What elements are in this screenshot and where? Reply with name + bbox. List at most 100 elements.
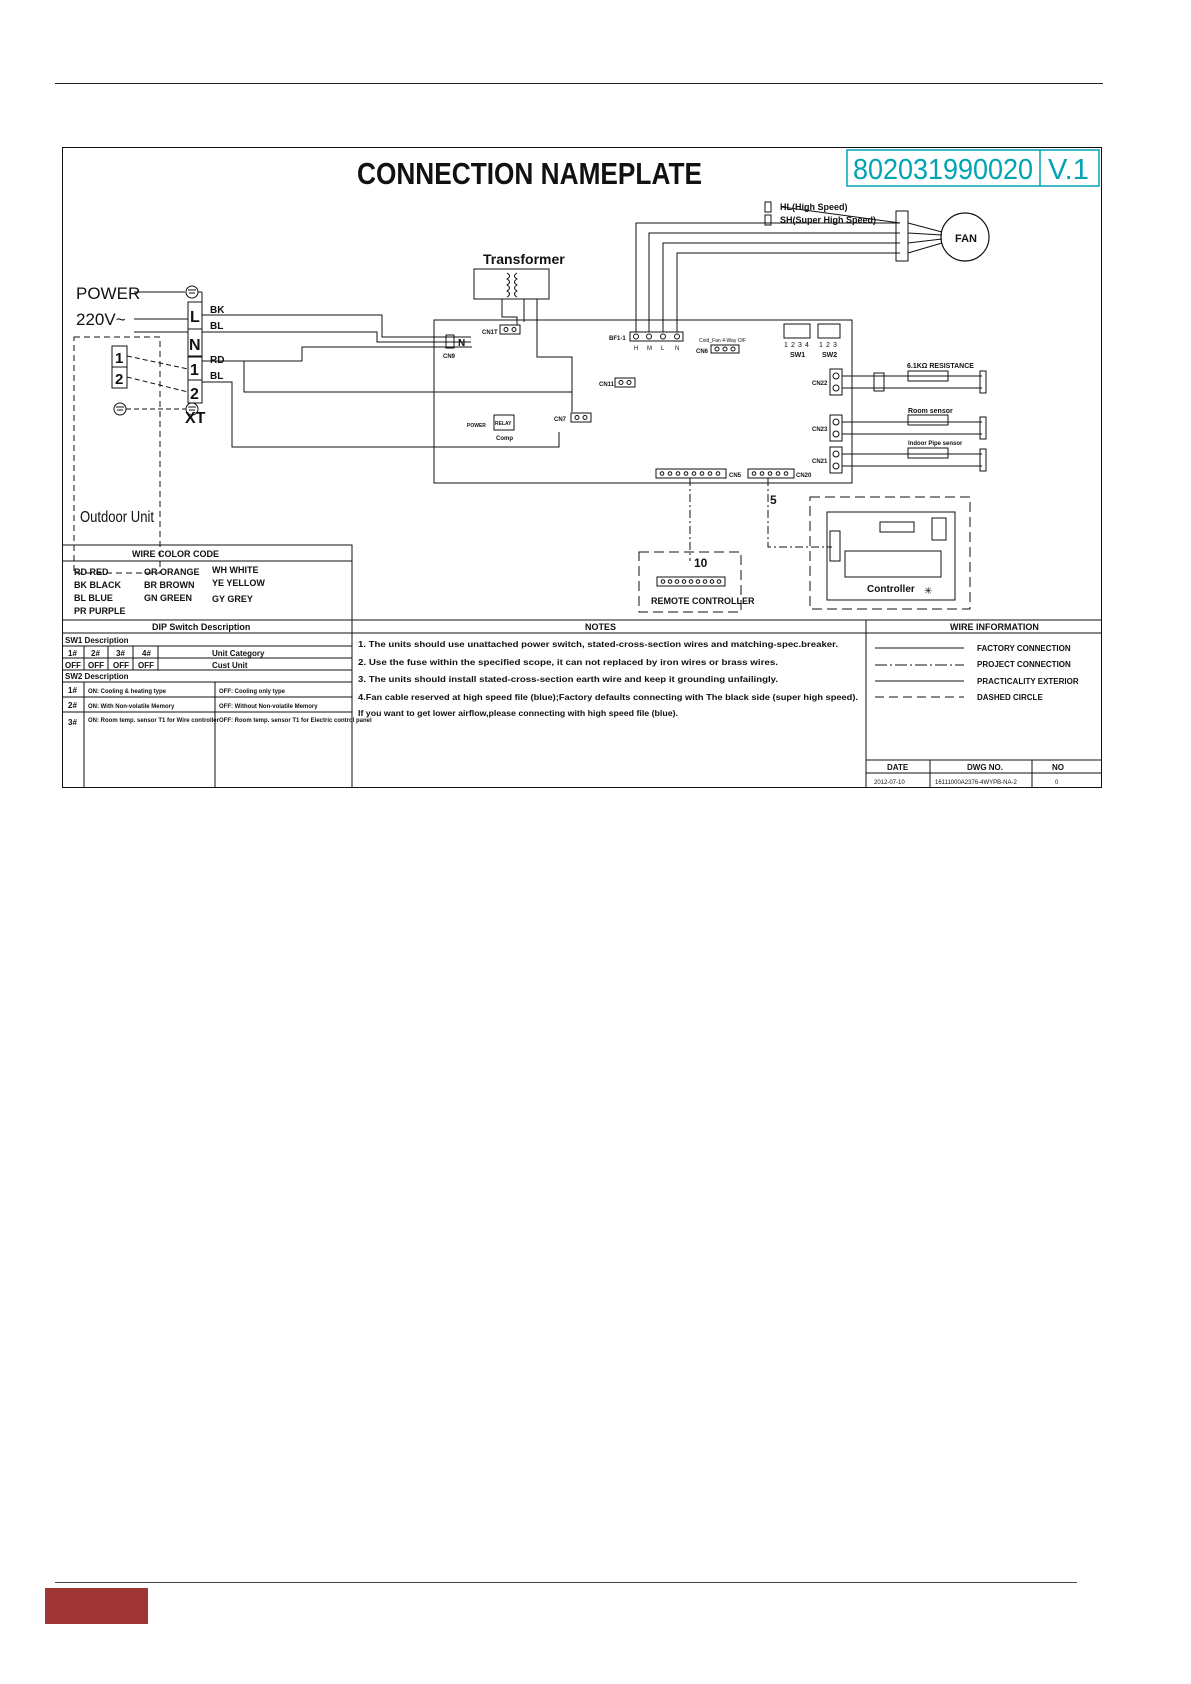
sw1-v3: OFF bbox=[113, 661, 129, 670]
wire-info-project: PROJECT CONNECTION bbox=[977, 660, 1071, 669]
board-cn7-label: CN7 bbox=[554, 417, 567, 423]
wcc-red: RD RED bbox=[74, 567, 109, 577]
sw1-v5: Cust Unit bbox=[212, 661, 248, 670]
wcc-orange: OR ORANGE bbox=[144, 567, 200, 577]
board-cn6-top-label: Cold_Fan 4-Way O/F bbox=[699, 338, 746, 344]
sw1-pin-2: 2 bbox=[791, 342, 795, 349]
comp-relay-label: RELAY bbox=[495, 421, 512, 427]
sw2-pin-1: 1 bbox=[819, 342, 823, 349]
sw1-pin-1: 1 bbox=[784, 342, 788, 349]
wire-info-dwg-header: DWG NO. bbox=[967, 763, 1003, 772]
controller-label: Controller bbox=[867, 584, 915, 595]
xt-terminal-2: 2 bbox=[190, 386, 199, 403]
sw2-row1-n: 1# bbox=[68, 686, 77, 695]
wcc-yellow: YE YELLOW bbox=[212, 578, 265, 588]
wcc-purple: PR PURPLE bbox=[74, 606, 126, 616]
sw1-v1: OFF bbox=[65, 661, 81, 670]
fan-pin-n: N bbox=[675, 346, 679, 352]
sw1-h3: 3# bbox=[116, 649, 125, 658]
wire-info-no-header: NO bbox=[1052, 763, 1064, 772]
note-2: 2. Use the fuse within the specified sco… bbox=[358, 658, 778, 667]
outdoor-unit-label: Outdoor Unit bbox=[80, 509, 154, 526]
footer-rule bbox=[55, 1582, 1077, 1583]
wcc-green: GN GREEN bbox=[144, 593, 192, 603]
board-cn23-label: CN23 bbox=[812, 427, 828, 433]
controller-box bbox=[809, 496, 971, 610]
board-cn9-label: CN9 bbox=[443, 354, 456, 360]
sw2-row1-on: ON: Cooling & heating type bbox=[88, 689, 167, 695]
fan-pin-l: L bbox=[661, 346, 665, 352]
sw1-pin-4: 4 bbox=[805, 342, 809, 349]
board-cn22-label: CN22 bbox=[812, 381, 828, 387]
main-control-board bbox=[433, 319, 853, 484]
pipe-sensor-label: Indoor Pipe sensor bbox=[908, 441, 963, 447]
board-cn6-label: CN6 bbox=[696, 349, 709, 355]
wire-info-title: WIRE INFORMATION bbox=[950, 622, 1039, 632]
wcc-white: WH WHITE bbox=[212, 565, 259, 575]
remote-controller-label: REMOTE CONTROLLER bbox=[651, 596, 755, 606]
board-cn1t-label: CN1T bbox=[482, 330, 498, 336]
outdoor-unit-box bbox=[73, 336, 161, 574]
sensor-connectors bbox=[829, 368, 843, 474]
dip-title: DIP Switch Description bbox=[152, 622, 250, 632]
wire-info-dwg-value: 16111000A2376-4WYPB-NA-2 bbox=[935, 780, 1017, 786]
connection-nameplate-diagram: CONNECTION NAMEPLATE 802031990020 V.1 PO… bbox=[62, 147, 1102, 788]
controller-pin-count: 5 bbox=[770, 493, 777, 507]
xt-terminal-1: 1 bbox=[190, 362, 199, 379]
sw2-row3-on: ON: Room temp. sensor T1 for Wire contro… bbox=[88, 718, 220, 724]
sw1-h5: Unit Category bbox=[212, 649, 265, 658]
notes-title: NOTES bbox=[585, 622, 616, 632]
sw1-label: SW1 bbox=[790, 352, 805, 359]
terminal-L: L bbox=[190, 309, 200, 326]
board-n-label: N bbox=[458, 338, 465, 349]
wire-info-factory: FACTORY CONNECTION bbox=[977, 644, 1071, 653]
wire-color-bl-2: BL bbox=[210, 371, 223, 382]
sw2-dip-switch bbox=[817, 323, 841, 339]
sw2-row1-off: OFF: Cooling only type bbox=[219, 689, 286, 695]
sw1-dip-switch bbox=[783, 323, 811, 339]
comp-power-label: POWER bbox=[467, 423, 486, 429]
fan-label: FAN bbox=[955, 233, 977, 245]
dip-sw2-title: SW2 Description bbox=[65, 672, 129, 681]
transformer-icon bbox=[473, 268, 573, 412]
sw2-row2-off: OFF: Without Non-volatile Memory bbox=[219, 704, 318, 710]
header-rule bbox=[55, 83, 1103, 84]
wire-info-exterior: PRACTICALITY EXTERIOR bbox=[977, 677, 1079, 686]
wire-info-no-value: 0 bbox=[1055, 780, 1059, 786]
remote-controller-box bbox=[638, 551, 742, 613]
fan-connector-pins bbox=[633, 333, 680, 340]
controller-sensor-icon: ✳ bbox=[924, 586, 932, 597]
board-cn11-label: CN11 bbox=[599, 382, 615, 388]
wcc-black: BK BLACK bbox=[74, 580, 121, 590]
sw2-row3-n: 3# bbox=[68, 718, 77, 727]
fan-connector-label: BF1-1 bbox=[609, 336, 626, 342]
wire-info-date-header: DATE bbox=[887, 763, 909, 772]
wire-color-bk: BK bbox=[210, 305, 225, 316]
board-cn20-connector bbox=[747, 468, 795, 479]
fan-wiring bbox=[635, 206, 943, 332]
note-5: If you want to get lower airflow,please … bbox=[358, 709, 678, 718]
note-3: 3. The units should install stated-cross… bbox=[358, 675, 778, 684]
board-cn21-label: CN21 bbox=[812, 459, 828, 465]
sw1-h1: 1# bbox=[68, 649, 77, 658]
board-cn5-label: CN5 bbox=[729, 473, 742, 479]
fan-pin-h: H bbox=[634, 346, 638, 352]
sw1-v2: OFF bbox=[88, 661, 104, 670]
sensor-wiring bbox=[842, 370, 987, 472]
terminal-N: N bbox=[189, 337, 201, 354]
footer-accent-block bbox=[45, 1588, 148, 1624]
wire-info-dashed: DASHED CIRCLE bbox=[977, 693, 1043, 702]
outdoor-terminal-2: 2 bbox=[115, 371, 123, 388]
code-box bbox=[846, 149, 1100, 187]
wcc-brown: BR BROWN bbox=[144, 580, 195, 590]
sw1-h2: 2# bbox=[91, 649, 100, 658]
resistance-label: 6.1KΩ RESISTANCE bbox=[907, 363, 974, 370]
note-4: 4.Fan cable reserved at high speed file … bbox=[358, 693, 858, 702]
wcc-blue: BL BLUE bbox=[74, 593, 113, 603]
fan-motor-icon bbox=[940, 212, 990, 262]
wcc-grey: GY GREY bbox=[212, 594, 253, 604]
diagram-frame bbox=[62, 147, 1102, 788]
sw1-h4: 4# bbox=[142, 649, 151, 658]
power-label: POWER bbox=[76, 284, 140, 303]
outdoor-terminal-1: 1 bbox=[115, 350, 123, 367]
